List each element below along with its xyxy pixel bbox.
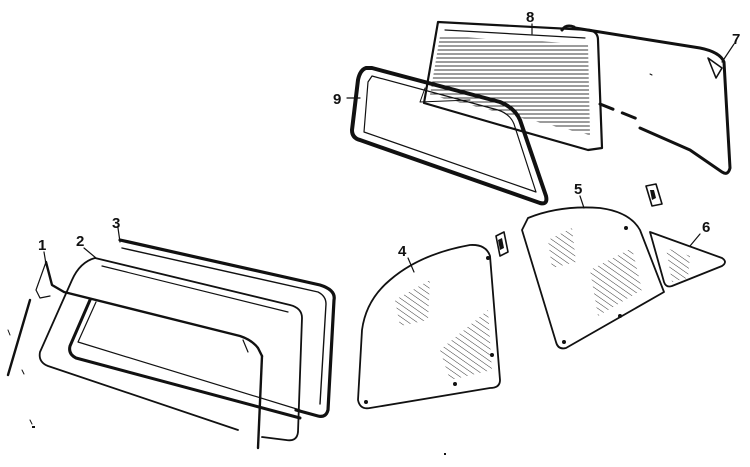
callout-5: 5 <box>574 181 582 198</box>
callout-8: 8 <box>526 9 534 26</box>
rear-window-seal-part-9 <box>350 66 549 206</box>
callout-4: 4 <box>398 243 407 260</box>
callout-1: 1 <box>38 237 46 254</box>
callout-2: 2 <box>76 233 84 250</box>
door-glass-part-4 <box>357 244 501 410</box>
quarter-seal-part-7 <box>560 24 732 175</box>
guide-clip <box>645 183 663 207</box>
callout-9: 9 <box>333 91 341 108</box>
windscreen-trim-part-1 <box>6 260 264 450</box>
guide-clip <box>495 231 509 257</box>
leader-lines <box>43 23 735 273</box>
windscreen-seal-part-3 <box>118 238 336 418</box>
rear-door-glass-part-5 <box>521 206 665 350</box>
callout-labels: 1 2 3 4 5 6 7 8 9 <box>38 9 740 260</box>
callout-7: 7 <box>732 31 740 48</box>
rear-window-part-8 <box>422 20 604 152</box>
callout-3: 3 <box>112 215 120 232</box>
windscreen-inner-frame <box>68 298 302 420</box>
callout-6: 6 <box>702 219 710 236</box>
windscreen-glass-part-2 <box>38 257 303 442</box>
quarter-glass-part-6 <box>649 231 726 288</box>
print-specks <box>32 426 446 455</box>
